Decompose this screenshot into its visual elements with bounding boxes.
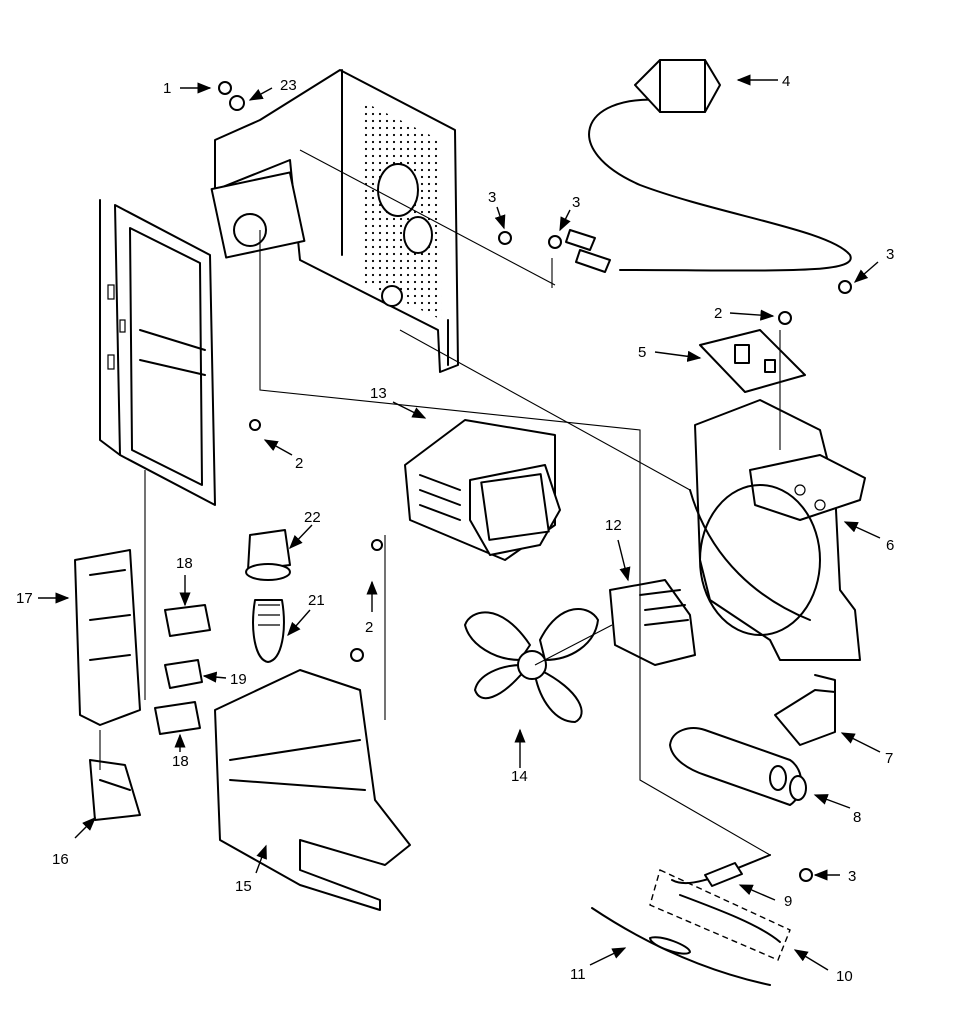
capacitor-bracket: [774, 674, 836, 746]
callout-label: 1: [163, 80, 171, 97]
callout-label: 15: [235, 878, 252, 895]
callout-label: 17: [16, 590, 33, 607]
air-guide: [214, 669, 411, 911]
callout-label: 16: [52, 851, 69, 868]
screws: [218, 81, 852, 882]
hv-diode-fuse: [649, 854, 791, 961]
power-cord: [565, 59, 852, 273]
latch-hook: [89, 759, 141, 821]
callout-label: 6: [886, 537, 894, 554]
callout-label: 12: [605, 517, 622, 534]
callout-label: 13: [370, 385, 387, 402]
callout-labels: 1 23 4 3 3 3 2 5 13 2 6 12 22 18 17 2 21…: [16, 73, 894, 985]
callout-label: 14: [511, 768, 528, 785]
rear-wall-panel: [210, 69, 459, 373]
callout-arrows: [38, 74, 881, 971]
callout-label: 3: [886, 246, 894, 263]
callout-label: 3: [848, 868, 856, 885]
callout-label: 23: [280, 77, 297, 94]
side-frame: [99, 199, 216, 506]
fan-duct: [689, 399, 866, 661]
fuse-wire: [591, 907, 771, 986]
fan-motor: [609, 579, 696, 666]
callout-label: 3: [488, 189, 496, 206]
callout-label: 11: [570, 966, 586, 983]
callout-label: 8: [853, 809, 861, 826]
assembly-lines: [99, 149, 781, 856]
callout-label: 2: [295, 455, 303, 472]
callout-label: 2: [714, 305, 722, 322]
callout-label: 18: [172, 753, 189, 770]
callout-label: 4: [782, 73, 790, 90]
callout-label: 3: [572, 194, 580, 211]
callout-label: 21: [308, 592, 325, 609]
interlock-bracket: [74, 549, 141, 726]
micro-switches: [154, 604, 211, 735]
lamp-assembly: [245, 529, 291, 663]
magnetron: [404, 419, 561, 561]
callout-label: 22: [304, 509, 321, 526]
fan-blade: [464, 608, 599, 723]
callout-label: 2: [365, 619, 373, 636]
callout-label: 18: [176, 555, 193, 572]
control-board: [699, 329, 806, 393]
callout-label: 10: [836, 968, 853, 985]
callout-label: 5: [638, 344, 646, 361]
callout-label: 19: [230, 671, 247, 688]
hv-capacitor: [669, 727, 807, 806]
callout-label: 7: [885, 750, 893, 767]
callout-label: 9: [784, 893, 792, 910]
